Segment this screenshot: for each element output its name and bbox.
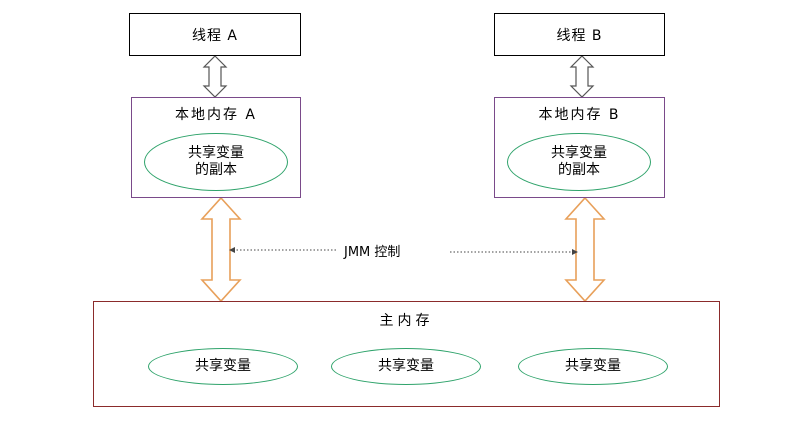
local-memory-b-title: 本地内存 B [538, 107, 621, 123]
shared-variable-3: 共享变量 [518, 348, 668, 385]
shared-variable-copy-a: 共享变量 的副本 [144, 133, 288, 191]
shared-variable-3-label: 共享变量 [565, 358, 621, 374]
double-arrow-thread-a [202, 55, 228, 98]
jmm-control-label: JMM 控制 [338, 241, 407, 260]
main-memory-title: 主内存 [379, 313, 434, 329]
shared-variable-copy-b-line2: 的副本 [558, 162, 600, 178]
shared-variable-1-label: 共享变量 [195, 358, 251, 374]
thread-a-label: 线程 A [191, 27, 239, 44]
jmm-arrowhead-right [572, 249, 578, 255]
shared-variable-copy-a-line2: 的副本 [195, 162, 237, 178]
thread-b-box: 线程 B [494, 13, 665, 56]
thread-b-label: 线程 B [556, 27, 603, 44]
shared-variable-copy-b: 共享变量 的副本 [507, 133, 651, 191]
double-arrow-local-b-main [564, 196, 606, 303]
shared-variable-2: 共享变量 [331, 348, 481, 385]
local-memory-a-title: 本地内存 A [174, 107, 258, 123]
main-memory: 主内存 共享变量 共享变量 共享变量 [93, 301, 720, 407]
shared-variable-copy-a-line1: 共享变量 [188, 145, 244, 161]
jmm-arrowhead-left [229, 247, 235, 253]
thread-a-box: 线程 A [129, 13, 301, 56]
shared-variable-copy-b-line1: 共享变量 [551, 145, 607, 161]
shared-variable-2-label: 共享变量 [378, 358, 434, 374]
shared-variable-1: 共享变量 [148, 348, 298, 385]
local-memory-a: 本地内存 A 共享变量 的副本 [131, 97, 301, 198]
local-memory-b: 本地内存 B 共享变量 的副本 [494, 97, 665, 198]
double-arrow-thread-b [569, 55, 595, 98]
